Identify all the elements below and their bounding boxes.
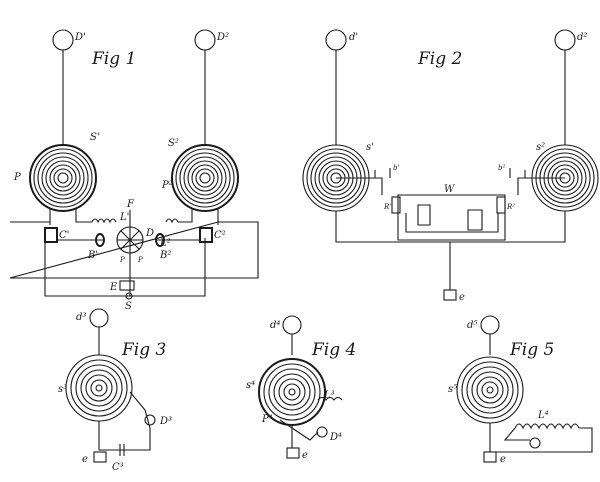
label-e-fig2: e <box>459 292 465 303</box>
spiral-coil-s1 <box>29 144 97 212</box>
label-s3: s³ <box>58 384 67 395</box>
detector-d4 <box>316 426 328 438</box>
label-e-fig3: e <box>82 454 88 465</box>
earth-plate-e-fig5 <box>483 451 497 463</box>
label-s2: S² <box>168 138 179 149</box>
antenna-d1 <box>52 29 74 51</box>
label-s4: s⁴ <box>246 380 255 391</box>
earth-plate-e <box>119 280 135 291</box>
inductor-l2 <box>165 218 179 224</box>
label-c2: C² <box>214 230 226 241</box>
label-e-fig4: e <box>302 450 308 461</box>
figure-1: Fig 1 D' D² S' P <box>9 29 259 312</box>
detector-b2 <box>155 233 165 247</box>
label-d1-fig2: d' <box>349 32 358 43</box>
label-s: S <box>125 301 132 312</box>
antenna-d4 <box>282 315 302 335</box>
inductor-l4 <box>514 423 580 430</box>
figure-2: Fig 2 d' d² s' s² <box>302 29 599 303</box>
label-d5: d⁵ <box>467 320 477 331</box>
label-b1-fig2: b' <box>393 164 399 172</box>
antenna-d2 <box>194 29 216 51</box>
condenser-c2 <box>199 227 213 243</box>
antenna-d1-fig2 <box>325 29 347 51</box>
relay-box-w <box>397 194 506 241</box>
label-s5: s⁵ <box>448 384 457 395</box>
label-d4: d⁴ <box>270 320 280 331</box>
label-f: F <box>126 199 135 210</box>
label-l4: L⁴ <box>537 410 549 421</box>
fig5-title: Fig 5 <box>509 340 554 360</box>
fig2-coil-taps <box>336 177 565 195</box>
label-p-right: P <box>137 256 143 264</box>
fig5-circuit <box>489 423 593 453</box>
label-p-left: P <box>119 256 125 264</box>
rotary-switch-d <box>116 226 144 254</box>
fig4-circuit <box>279 396 343 448</box>
fig2-b2-contacts <box>509 168 526 178</box>
label-p2: P² <box>161 180 173 191</box>
label-b2-fig2: b² <box>498 164 505 172</box>
detector-d3 <box>144 414 156 426</box>
label-r2: R² <box>506 203 515 211</box>
label-d2-fig2: d² <box>577 32 587 43</box>
relay-internal-wire <box>405 213 499 233</box>
fig1-lower-circuit <box>44 238 206 297</box>
relay-internal-coils <box>417 204 483 231</box>
label-b2: B² <box>159 250 171 261</box>
antenna-d3 <box>89 308 109 328</box>
label-s1: S' <box>90 132 100 143</box>
label-c1: C' <box>59 230 69 241</box>
switch-s <box>125 292 133 300</box>
condenser-c3 <box>119 444 125 456</box>
detector-fig5 <box>529 437 541 449</box>
figure-3: Fig 3 d³ s³ D³ C³ e <box>58 308 172 473</box>
label-l1: L' <box>119 212 129 223</box>
label-e: E <box>109 282 118 293</box>
label-p1: P <box>13 172 21 183</box>
spiral-coil-s5 <box>456 356 524 424</box>
label-dd4: D⁴ <box>329 432 342 443</box>
antenna-d5 <box>480 315 500 335</box>
antenna-d2-fig2 <box>554 29 576 51</box>
fig2-ground-bus <box>335 211 566 243</box>
label-s2-fig2: s² <box>536 142 545 153</box>
inductor-l1 <box>91 218 117 224</box>
label-d: D <box>145 228 154 239</box>
relay-r1 <box>391 196 401 214</box>
earth-plate-e-fig3 <box>93 451 107 463</box>
label-d1: D' <box>74 32 86 43</box>
earth-plate-e-fig2 <box>443 289 457 301</box>
label-s1-fig2: s' <box>366 142 374 153</box>
label-e-fig5: e <box>500 454 506 465</box>
spiral-coil-s3 <box>65 354 133 422</box>
label-r1: R' <box>383 203 391 211</box>
spiral-coil-s2 <box>171 144 239 212</box>
label-d3: d³ <box>76 312 86 323</box>
fig2-b1-contacts <box>374 168 391 178</box>
figure-5: Fig 5 d⁵ s⁵ L⁴ e <box>448 315 593 465</box>
label-c3: C³ <box>112 462 124 473</box>
fig1-title: Fig 1 <box>91 49 136 69</box>
fig3-title: Fig 3 <box>121 340 166 360</box>
relay-r2 <box>496 196 506 214</box>
fig2-title: Fig 2 <box>417 49 462 69</box>
label-dd3: D³ <box>159 416 172 427</box>
earth-plate-e-fig4 <box>286 447 300 459</box>
detector-b1 <box>95 233 105 247</box>
fig1-outer-circuit <box>9 221 259 279</box>
label-d2: D² <box>216 32 229 43</box>
label-l2: L² <box>159 238 171 249</box>
label-l3: L³ <box>323 390 335 401</box>
condenser-c1 <box>44 227 58 243</box>
label-w: W <box>444 184 455 195</box>
label-p4: P⁴ <box>261 414 273 425</box>
label-b1: B' <box>87 250 98 261</box>
fig4-title: Fig 4 <box>311 340 356 360</box>
figure-4: Fig 4 d⁴ s⁴ P⁴ L³ D⁴ e <box>246 315 356 461</box>
